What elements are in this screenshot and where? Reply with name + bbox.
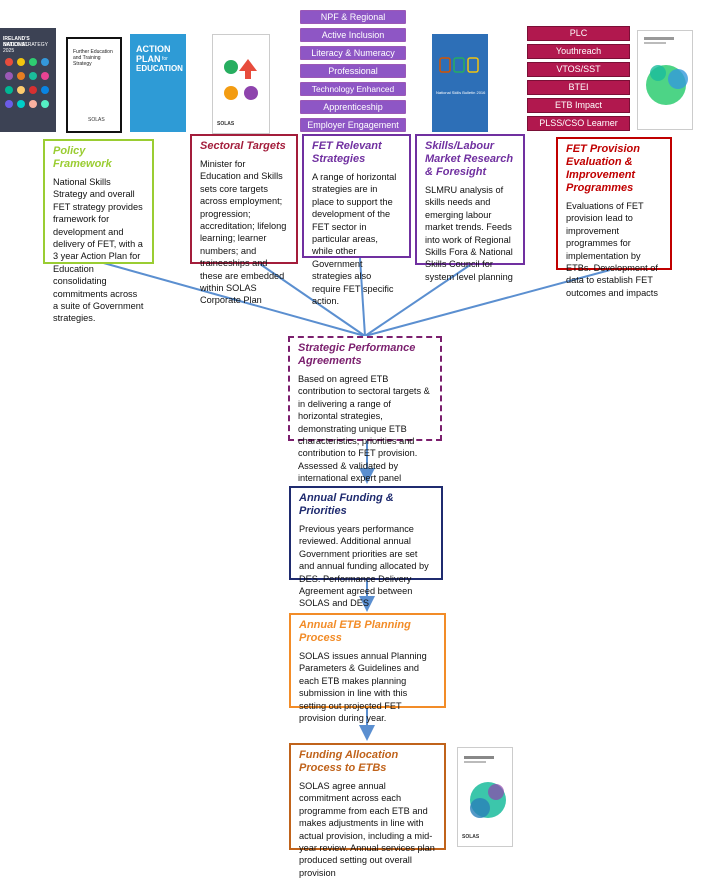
connector-provision [364, 269, 611, 337]
connector-policy [99, 261, 366, 337]
cover-title-line1: National Skills Bulletin 2016 [436, 90, 486, 95]
box-title: Sectoral Targets [200, 140, 286, 152]
box-text: Evaluations of FET provision lead to imp… [566, 201, 658, 298]
pill-plss-cso-learner-impact: PLSS/CSO Learner Impact [527, 116, 630, 141]
cover-solas-label: SOLAS [88, 117, 105, 123]
box-fet-relevant-strategies: FET Relevant Strategies A range of horiz… [302, 134, 411, 306]
cover-title-line3: EDUCATION [136, 64, 183, 73]
cover-title-line4: for [162, 56, 168, 62]
box-skills-labour-market: Skills/Labour Market Research & Foresigh… [415, 134, 525, 282]
box-text: Previous years performance reviewed. Add… [299, 524, 429, 609]
pill-apprenticeship: Apprenticeship [300, 100, 406, 114]
connector-fet [359, 257, 366, 337]
box-annual-etb-planning: Annual ETB Planning Process SOLAS issues… [289, 613, 446, 723]
box-strategic-performance-agreements: Strategic Performance Agreements Based o… [288, 336, 442, 483]
cover-icon-grid [5, 58, 49, 108]
cover-graphic [464, 756, 506, 818]
box-title: Skills/Labour Market Research & Foresigh… [425, 140, 514, 178]
cover-title-line2: and Training Strategy [73, 55, 101, 67]
box-text: A range of horizontal strategies are in … [312, 172, 397, 307]
cover-fet-strategy: Further Education and Training Strategy … [66, 37, 122, 133]
box-sectoral-targets: Sectoral Targets Minister for Education … [190, 134, 298, 305]
box-title: Annual Funding & Priorities [299, 492, 394, 517]
pill-literacy-numeracy: Literacy & Numeracy [300, 46, 406, 60]
cover-title-line2: PLAN [136, 54, 161, 64]
cover-graphic [644, 37, 688, 105]
cover-national-skills-strategy: IRELAND'S NATIONAL SKILLS STRATEGY 2025 [0, 28, 56, 132]
pill-technology-enhanced-learning: Technology Enhanced Learning [300, 82, 406, 106]
pill-active-inclusion: Active Inclusion Strategies [300, 28, 406, 52]
box-title: Strategic Performance Agreements [298, 342, 416, 367]
cover-evaluation-report [637, 30, 693, 130]
box-annual-funding-priorities: Annual Funding & Priorities Previous yea… [289, 486, 443, 608]
pill-etb-impact: ETB Impact [527, 98, 630, 113]
cover-graphic [439, 57, 479, 73]
pill-vtos-sst: VTOS/SST [527, 62, 630, 77]
connector-lines [99, 257, 611, 741]
pill-employer-engagement: Employer Engagement [300, 118, 406, 132]
box-fet-provision-evaluation: FET Provision Evaluation & Improvement P… [556, 137, 672, 298]
connector-skills [364, 264, 471, 337]
pill-professional-development: Professional Development [300, 64, 406, 88]
cover-solas-label: SOLAS [217, 121, 235, 127]
box-text: SOLAS issues annual Planning Parameters … [299, 651, 427, 724]
box-policy-framework: Policy Framework National Skills Strateg… [43, 139, 154, 323]
connector-sectoral [259, 263, 366, 337]
box-text: Based on agreed ETB contribution to sect… [298, 374, 430, 484]
cover-solas-corporate-plan: SOLAS [212, 34, 270, 134]
cover-solas-label: SOLAS [462, 834, 480, 840]
cover-title-line2: SKILLS STRATEGY 2025 [3, 42, 48, 54]
cover-title-line1: Further Education [73, 49, 113, 55]
pill-npf-regional-development: NPF & Regional Development [300, 10, 406, 34]
box-text: Minister for Education and Skills sets c… [200, 159, 287, 306]
pill-plc: PLC [527, 26, 630, 41]
box-title: FET Provision Evaluation & Improvement P… [566, 143, 640, 194]
cover-national-skills-bulletin: National Skills Bulletin 2016 [432, 34, 488, 132]
pill-btei: BTEI [527, 80, 630, 95]
cover-graphic [224, 59, 258, 100]
cover-title-line1: ACTION [136, 44, 171, 54]
box-title: Policy Framework [53, 145, 112, 170]
box-title: Annual ETB Planning Process [299, 619, 411, 644]
cover-title-line1: IRELAND'S NATIONAL [3, 36, 30, 48]
box-funding-allocation-process: Funding Allocation Process to ETBs SOLAS… [289, 743, 446, 878]
cover-action-plan-education: ACTION PLAN for EDUCATION [130, 34, 186, 132]
box-text: SLMRU analysis of skills needs and emerg… [425, 185, 513, 282]
box-text: SOLAS agree annual commitment across eac… [299, 781, 435, 878]
pill-youthreach: Youthreach [527, 44, 630, 59]
box-text: National Skills Strategy and overall FET… [53, 177, 144, 324]
cover-annual-services-plan: SOLAS [457, 747, 513, 847]
box-title: FET Relevant Strategies [312, 140, 382, 165]
box-title: Funding Allocation Process to ETBs [299, 749, 399, 774]
